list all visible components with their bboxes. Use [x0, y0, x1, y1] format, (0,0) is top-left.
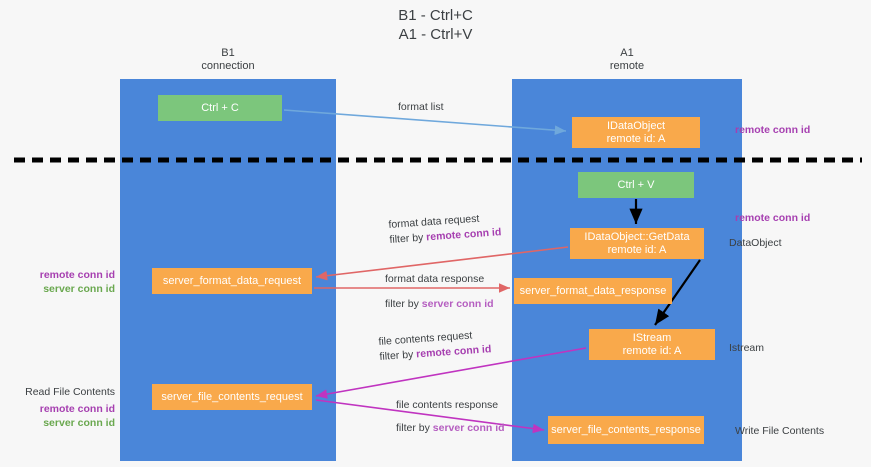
edge-label-server-conn-id: server conn id	[432, 422, 505, 434]
edge-label-remote-conn-id: remote conn id	[415, 343, 492, 361]
side-label-group-top-left: remote conn id server conn id	[20, 268, 115, 296]
node-ctrl-c[interactable]: Ctrl + C	[158, 95, 282, 121]
edge-label-format-data-response: format data response filter by server co…	[385, 272, 494, 312]
edge-label-line1: format data response	[385, 273, 485, 285]
side-label-server-conn-id-1: server conn id	[43, 283, 115, 295]
edge-label-file-contents-request: file contents request filter by remote c…	[378, 327, 492, 365]
side-label-write-file-contents: Write File Contents	[735, 425, 825, 437]
node-server-format-data-request[interactable]: server_format_data_request	[152, 268, 312, 294]
node-server-file-contents-request[interactable]: server_file_contents_request	[152, 384, 312, 410]
edge-label-remote-conn-id: remote conn id	[425, 226, 502, 244]
side-label-server-conn-id-2: server conn id	[43, 417, 115, 429]
side-label-remote-conn-id-2: remote conn id	[39, 403, 115, 415]
side-label-read-file-contents: Read File Contents	[25, 386, 115, 398]
page-title: B1 - Ctrl+C A1 - Ctrl+V	[398, 7, 473, 43]
column-header-b1: B1 connection	[201, 47, 255, 72]
side-label-group-bottom-left: remote conn id server conn id	[20, 402, 115, 430]
side-label-remote-conn-id-mid: remote conn id	[735, 212, 811, 224]
node-istream[interactable]: IStream remote id: A	[589, 329, 715, 360]
edge-label-prefix: filter by	[396, 422, 433, 434]
edge-label-format-data-request: format data request filter by remote con…	[388, 210, 502, 248]
edge-label-file-contents-response: file contents response filter by server …	[396, 398, 505, 436]
node-ctrl-v[interactable]: Ctrl + V	[578, 172, 694, 198]
side-label-istream: Istream	[729, 342, 765, 354]
node-idataobject-getdata[interactable]: IDataObject::GetData remote id: A	[570, 228, 704, 259]
edge-label-format-list-text: format list	[398, 101, 444, 113]
node-server-file-contents-response[interactable]: server_file_contents_response	[548, 416, 704, 444]
side-label-remote-conn-id-top: remote conn id	[735, 124, 811, 136]
column-header-a1: A1 remote	[609, 47, 645, 72]
edge-label-prefix: filter by	[389, 231, 427, 246]
side-label-remote-conn-id-1: remote conn id	[39, 269, 115, 281]
edge-label-prefix: filter by	[379, 348, 417, 363]
edge-label-server-conn-id: server conn id	[421, 298, 494, 310]
edge-label-prefix: filter by	[385, 298, 422, 310]
node-idataobject[interactable]: IDataObject remote id: A	[572, 117, 700, 148]
node-server-format-data-response[interactable]: server_format_data_response	[514, 278, 672, 304]
edge-label-line2: filter by server conn id	[385, 297, 494, 312]
edge-label-format-list: format list	[398, 100, 444, 115]
side-label-dataobject: DataObject	[729, 237, 782, 249]
edge-label-line2: filter by server conn id	[396, 421, 505, 436]
edge-label-line1: file contents response	[396, 399, 499, 411]
